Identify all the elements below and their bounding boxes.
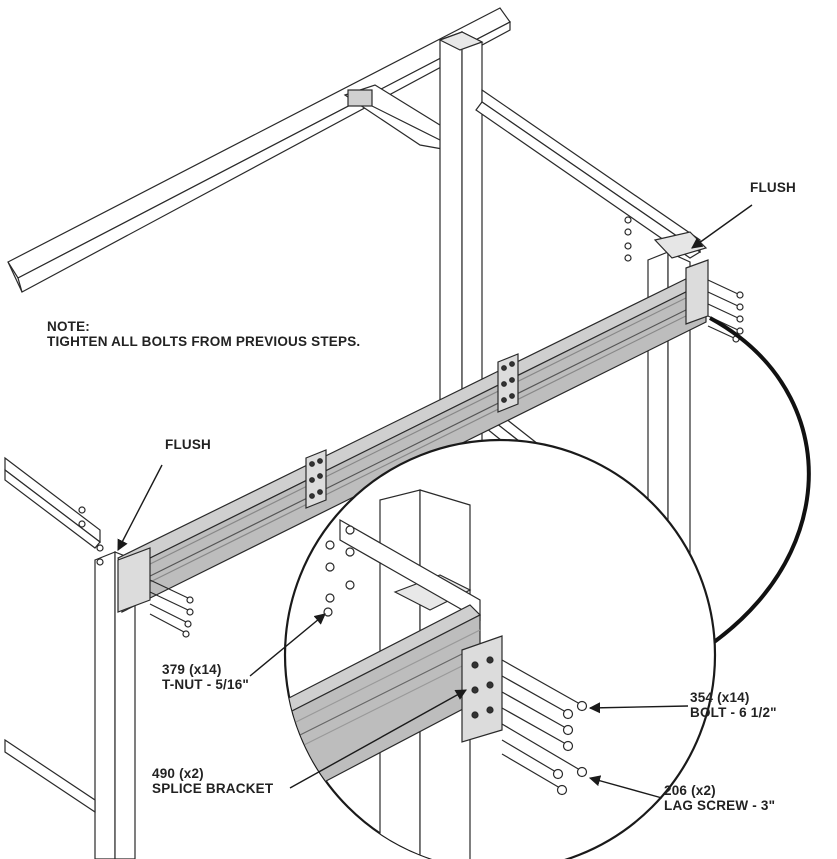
end-bracket-left [117,547,151,613]
flush-right-arrow [691,204,753,249]
flush-label-right: FLUSH [750,180,796,195]
leader-lines [117,204,753,799]
right-side-rail [475,88,702,259]
tnut-description: T-NUT - 5/16" [162,677,250,692]
note-body: TIGHTEN ALL BOLTS FROM PREVIOUS STEPS. [47,334,361,349]
flush-label-left: FLUSH [165,437,211,452]
back-post [438,31,484,449]
lag-screw-callout: 206 (x2) LAG SCREW - 3" [664,783,775,813]
tnut-arrow [249,613,326,677]
bolts-right-end [624,216,744,343]
bolt-part-number: 354 (x14) [690,690,750,705]
splice-arrow [289,689,467,789]
end-bracket-right [685,259,709,325]
splice-bracket-right [497,353,519,413]
note-text: NOTE: TIGHTEN ALL BOLTS FROM PREVIOUS ST… [47,319,360,349]
tnut-callout: 379 (x14) T-NUT - 5/16" [162,662,249,692]
bolts-left-end [78,506,194,638]
detail-view [283,438,717,859]
back-top-beam [7,7,511,293]
lag-arrow [588,775,663,799]
splice-bracket-callout: 490 (x2) SPLICE BRACKET [152,766,273,796]
splice-bracket-left [305,449,327,509]
bolt-description: BOLT - 6 1/2" [690,705,777,720]
splice-description: SPLICE BRACKET [152,781,274,796]
bolt-arrow [588,702,689,714]
flush-left-arrow [117,464,163,551]
lag-description: LAG SCREW - 3" [664,798,776,813]
bolt-callout: 354 (x14) BOLT - 6 1/2" [690,690,777,720]
splice-part-number: 490 (x2) [152,766,204,781]
back-knee-brace [343,84,449,151]
tnut-part-number: 379 (x14) [162,662,222,677]
left-side-rail [4,456,101,814]
note-heading: NOTE: [47,319,90,334]
lag-part-number: 206 (x2) [664,783,716,798]
detail-connector-arc [644,316,811,682]
front-main-beam [117,271,707,613]
